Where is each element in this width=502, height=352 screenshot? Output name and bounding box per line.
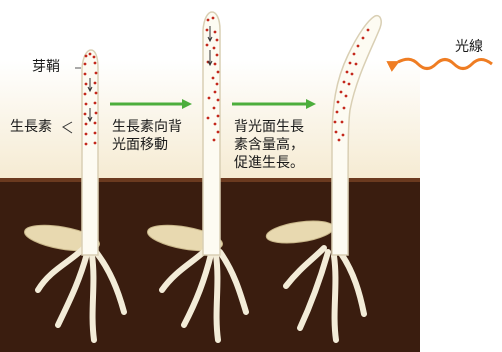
step1-caption: 生長素向背 光面移動: [112, 118, 182, 154]
step2-caption: 背光面生長 素含量高， 促進生長。: [234, 118, 304, 172]
stem-2: [203, 12, 220, 255]
light-label: 光線: [455, 38, 483, 56]
auxin-label: 生長素: [10, 118, 52, 136]
coleoptile-label: 芽鞘: [32, 58, 60, 76]
